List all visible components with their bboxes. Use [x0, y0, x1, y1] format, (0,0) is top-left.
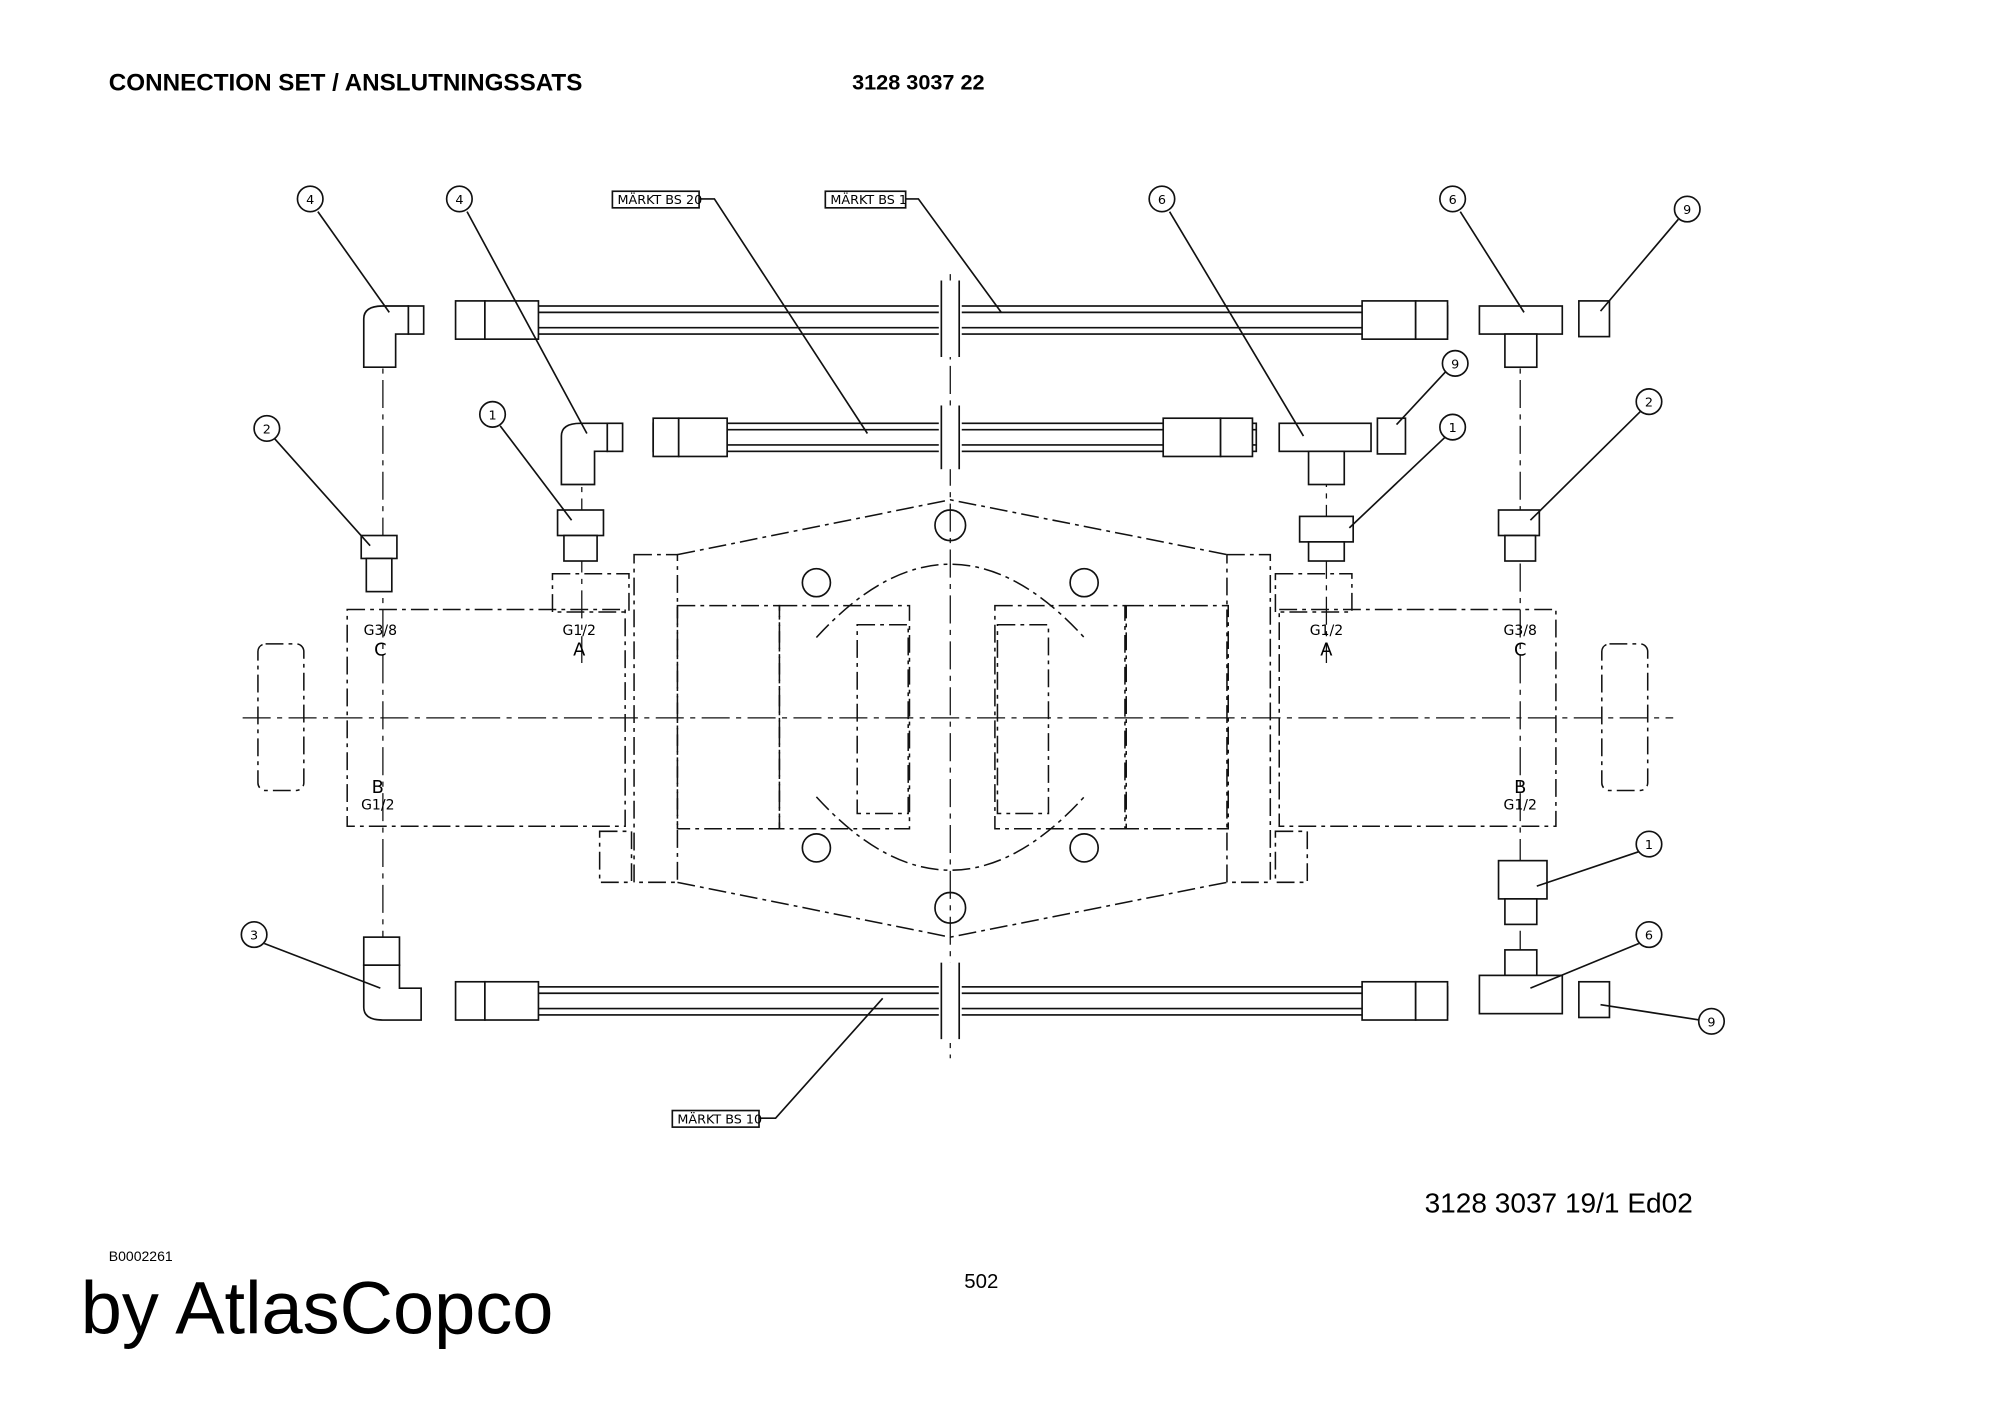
callout-balloon: 4: [445, 185, 473, 213]
fittings: [360, 300, 1611, 1021]
port-left-b: B: [372, 777, 384, 798]
svg-text:3: 3: [250, 929, 258, 944]
port-right-c: C: [1514, 639, 1526, 660]
svg-text:2: 2: [1645, 396, 1653, 411]
page-number: 502: [964, 1271, 998, 1293]
pump-body: [257, 499, 1649, 938]
svg-text:9: 9: [1451, 357, 1459, 372]
hose-top: [454, 300, 1449, 340]
callout-balloon: 2: [253, 414, 281, 442]
callout-balloon: 6: [1439, 185, 1467, 213]
image-code: B0002261: [109, 1248, 173, 1264]
callout-balloon: 1: [1635, 830, 1663, 858]
svg-text:1: 1: [488, 408, 496, 423]
svg-text:9: 9: [1707, 1015, 1715, 1030]
brand-text: by AtlasCopco: [81, 1267, 554, 1350]
center-lines: [242, 274, 1674, 1059]
svg-text:1: 1: [1449, 421, 1457, 436]
port-left-c: C: [374, 639, 386, 660]
port-left-a: A: [573, 639, 586, 660]
svg-text:6: 6: [1158, 193, 1166, 208]
callout-balloon: 3: [240, 921, 268, 949]
leader-lines: [264, 198, 1701, 1120]
callout-balloon: 9: [1673, 195, 1701, 223]
hose-bottom: [454, 980, 1449, 1021]
drawing-reference: 3128 3037 19/1 Ed02: [1425, 1188, 1693, 1219]
callout-balloon: 9: [1697, 1007, 1726, 1035]
break-mark: [938, 280, 962, 358]
hose-label-bs10: MÄRKT BS 10: [677, 1111, 762, 1127]
callout-balloon: 2: [1635, 388, 1663, 416]
port-right-c-size: G3/8: [1503, 623, 1536, 639]
callout-balloon: 9: [1441, 349, 1469, 377]
port-right-a-size: G1/2: [1310, 623, 1343, 639]
svg-text:4: 4: [306, 193, 314, 208]
hose-label-bs20: MÄRKT BS 20: [617, 192, 702, 208]
callout-balloon: 6: [1148, 185, 1176, 213]
svg-text:4: 4: [455, 193, 463, 208]
hose-label-bs1: MÄRKT BS 1: [830, 192, 907, 208]
svg-text:6: 6: [1645, 929, 1653, 944]
part-number: 3128 3037 22: [852, 69, 984, 94]
port-right-b: B: [1514, 777, 1526, 798]
port-left-b-size: G1/2: [361, 798, 394, 814]
callout-balloon: 4: [296, 185, 324, 213]
port-right-a: A: [1320, 639, 1333, 660]
svg-text:2: 2: [263, 423, 271, 438]
svg-text:1: 1: [1645, 838, 1653, 853]
port-left-a-size: G1/2: [563, 623, 596, 639]
svg-text:6: 6: [1449, 193, 1457, 208]
callout-balloon: 1: [478, 400, 507, 428]
port-left-c-size: G3/8: [364, 623, 397, 639]
port-right-b-size: G1/2: [1503, 798, 1536, 814]
page-title: CONNECTION SET / ANSLUTNINGSSATS: [109, 70, 583, 97]
callout-balloon: 1: [1439, 413, 1467, 441]
callout-balloon: 6: [1635, 921, 1663, 949]
svg-text:9: 9: [1683, 203, 1691, 218]
